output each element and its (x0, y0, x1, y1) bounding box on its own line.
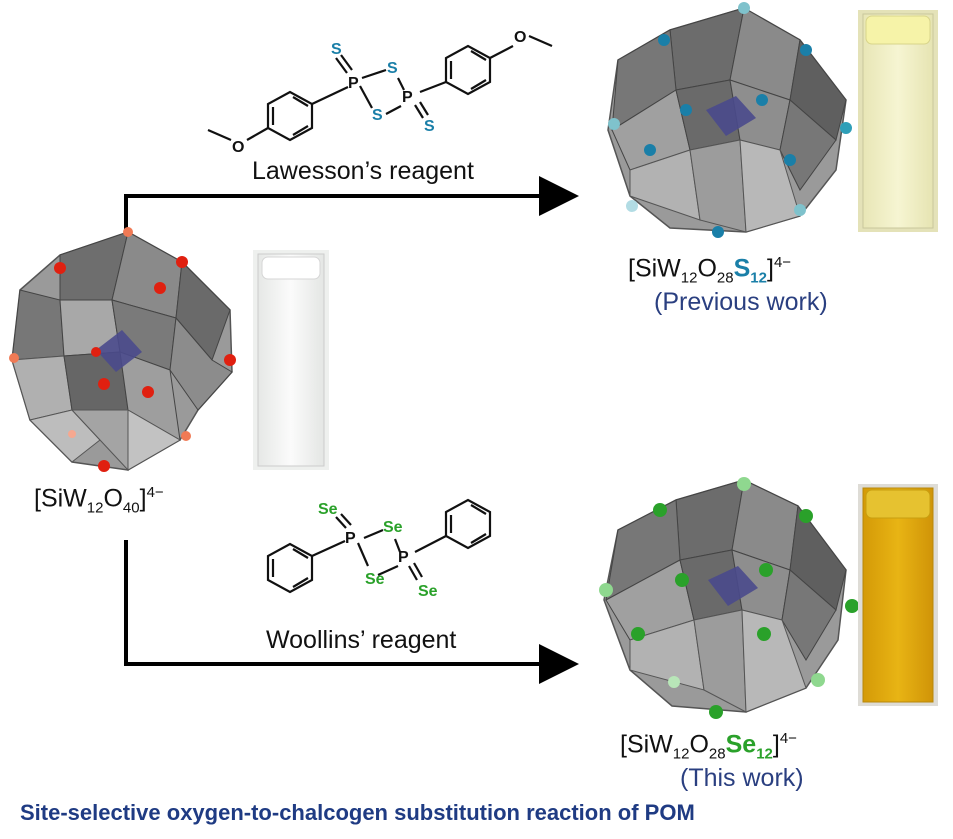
lawesson-s-right: S (424, 118, 435, 135)
lawesson-o-left: O (232, 139, 244, 156)
lawesson-structure (207, 34, 553, 142)
lawesson-p-right: P (402, 89, 413, 106)
s-product-formula: [SiW12O28S12]4− (628, 254, 791, 286)
woollins-se-top: Se (318, 501, 338, 518)
woollins-structure (266, 498, 492, 594)
woollins-se-right: Se (418, 583, 438, 600)
woollins-p-left: P (345, 530, 356, 547)
woollins-se-ring-top: Se (383, 519, 403, 536)
s-formula-bracket: ] (766, 254, 774, 283)
start-formula-bracket: ] (139, 484, 147, 513)
start-formula-sub-o: 40 (122, 499, 140, 517)
pom-cluster-s (607, 2, 852, 238)
start-formula: [SiW12O40]4− (34, 484, 164, 516)
start-formula-o: O (103, 484, 123, 513)
se-formula-o: O (689, 730, 709, 759)
s-formula-sub-o: 28 (716, 269, 734, 287)
pom-cluster-start (9, 227, 236, 472)
lawesson-atoms: O O P P S S S S (232, 29, 526, 156)
lawesson-s-ring-top: S (387, 60, 398, 77)
start-formula-prefix: [SiW (34, 484, 87, 513)
sulfur-atoms (608, 2, 852, 238)
se-formula-sub-se: 12 (756, 745, 773, 763)
previous-work-note: (Previous work) (654, 288, 828, 316)
selenium-atoms (599, 477, 859, 719)
se-formula-sub-o: 28 (708, 745, 726, 763)
woollins-reagent-label: Woollins’ reagent (266, 626, 457, 654)
s-formula-sub-s: 12 (750, 269, 767, 287)
lawesson-s-ring-bottom: S (372, 107, 383, 124)
se-formula-charge: 4− (779, 730, 797, 747)
s-formula-sub-w: 12 (680, 269, 698, 287)
woollins-p-right: P (398, 549, 409, 566)
se-formula-prefix: [SiW (620, 730, 673, 759)
pom-cluster-se (599, 477, 859, 719)
cuvette-yellow (858, 10, 938, 232)
cuvette-orange (858, 484, 938, 706)
woollins-se-ring-bottom: Se (365, 571, 385, 588)
lawesson-s-top: S (331, 41, 342, 58)
se-formula-sub-w: 12 (672, 745, 690, 763)
arrow-bottom (124, 540, 579, 684)
lawesson-p-left: P (348, 75, 359, 92)
start-formula-sub-w: 12 (86, 499, 104, 517)
s-formula-prefix: [SiW (628, 254, 681, 283)
oxygen-atoms (9, 227, 236, 472)
arrow-top (124, 176, 579, 232)
start-formula-charge: 4− (146, 484, 164, 501)
se-product-formula: [SiW12O28Se12]4− (620, 730, 797, 762)
se-formula-chalcogen: Se (725, 730, 757, 759)
s-formula-chalcogen: S (733, 254, 751, 283)
cuvette-clear (253, 250, 329, 470)
figure-caption: Site-selective oxygen-to-chalcogen subst… (20, 800, 695, 825)
lawesson-reagent-label: Lawesson’s reagent (252, 157, 474, 185)
this-work-note: (This work) (680, 764, 804, 792)
s-formula-charge: 4− (773, 254, 792, 271)
lawesson-o-right: O (514, 29, 526, 46)
s-formula-o: O (697, 254, 717, 283)
woollins-atoms: P P Se Se Se Se (318, 501, 438, 600)
se-formula-bracket: ] (772, 730, 780, 759)
